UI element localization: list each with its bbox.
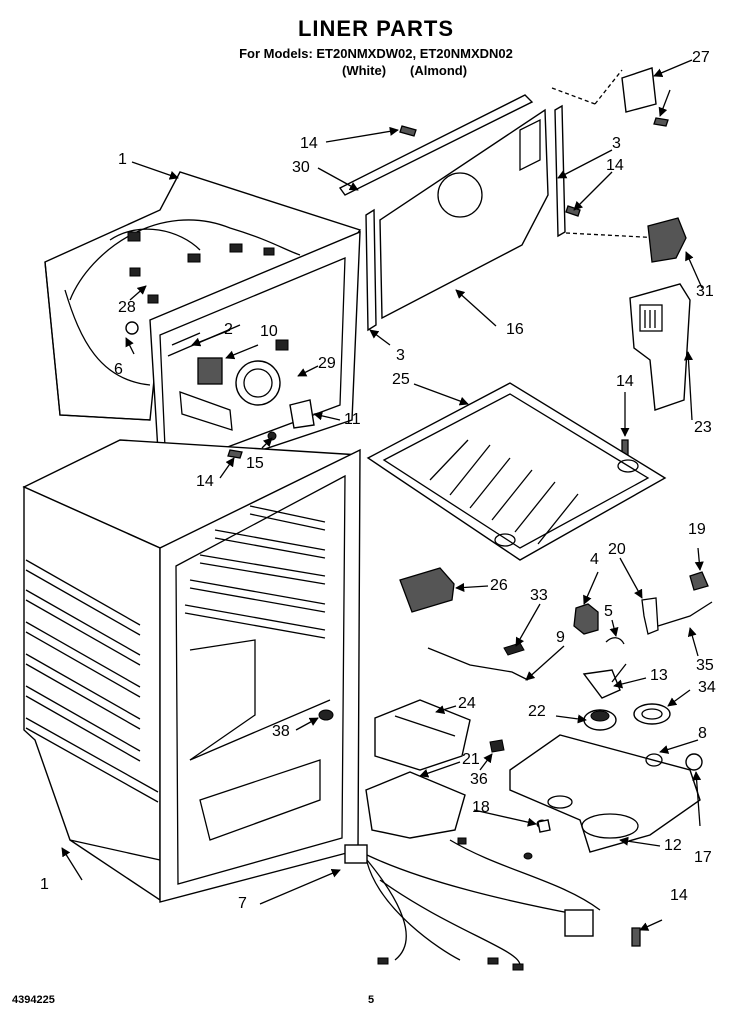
callout-20: 20 — [608, 541, 626, 558]
callout-13: 13 — [650, 667, 668, 684]
callout-3-upper: 3 — [612, 135, 621, 152]
fresh-food-liner — [22, 439, 361, 903]
fan-motor-components — [573, 571, 713, 731]
page-title: LINER PARTS — [297, 16, 455, 41]
page-number: 5 — [368, 994, 375, 1006]
callout-7: 7 — [238, 895, 247, 912]
variant-white: (White) — [342, 63, 387, 78]
callout-15: 15 — [246, 455, 264, 472]
part-31-damper — [647, 217, 687, 263]
doc-number: 4394225 — [12, 994, 55, 1006]
callout-22: 22 — [528, 703, 546, 720]
part-23-air-tower — [629, 283, 691, 411]
callout-8: 8 — [698, 725, 707, 742]
callout-14-pan: 14 — [616, 373, 634, 390]
callout-19: 19 — [688, 521, 706, 538]
callout-29: 29 — [318, 355, 336, 372]
part-7-wiring-harness — [344, 819, 601, 971]
callout-31: 31 — [696, 283, 714, 300]
callout-38: 38 — [272, 723, 290, 740]
part-27-cover-plate — [621, 67, 657, 113]
callout-14-bottom: 14 — [670, 887, 688, 904]
callout-35: 35 — [696, 657, 714, 674]
callout-25: 25 — [392, 371, 410, 388]
callout-23: 23 — [694, 419, 712, 436]
callout-1-upper: 1 — [118, 151, 127, 168]
callout-30: 30 — [292, 159, 310, 176]
callout-28: 28 — [118, 299, 136, 316]
callout-14-right: 14 — [606, 157, 624, 174]
evaporator-cover-assembly — [338, 69, 663, 332]
callout-17: 17 — [694, 849, 712, 866]
callout-4: 4 — [590, 551, 599, 568]
part-33-clip — [503, 642, 525, 656]
callout-1-lower: 1 — [40, 876, 49, 893]
part-26-control — [399, 567, 455, 613]
part-24-21-housings — [365, 699, 471, 839]
variant-almond: (Almond) — [410, 63, 468, 78]
callout-34: 34 — [698, 679, 716, 696]
callout-11: 11 — [344, 411, 361, 428]
callout-36: 36 — [470, 771, 488, 788]
callout-16: 16 — [506, 321, 524, 338]
callout-14-top: 14 — [300, 135, 318, 152]
callout-10: 10 — [260, 323, 278, 340]
callout-14-left: 14 — [196, 473, 214, 490]
callout-6: 6 — [114, 361, 123, 378]
callout-5: 5 — [604, 603, 613, 620]
callout-12: 12 — [664, 837, 682, 854]
callout-27: 27 — [692, 49, 710, 66]
model-numbers: For Models: ET20NMXDW02, ET20NMXDN02 — [239, 46, 513, 61]
screws — [227, 117, 669, 947]
callout-21: 21 — [462, 751, 480, 768]
callout-2: 2 — [224, 321, 233, 338]
callout-3-lower: 3 — [396, 347, 405, 364]
freezer-liner — [44, 171, 362, 503]
leader-arrows — [61, 59, 704, 931]
part-25-evaporator-pan — [366, 382, 667, 561]
callout-33: 33 — [530, 587, 548, 604]
callout-24: 24 — [458, 695, 476, 712]
callout-18: 18 — [472, 799, 490, 816]
callout-26: 26 — [490, 577, 508, 594]
callout-9: 9 — [556, 629, 565, 646]
part-12-base — [489, 734, 703, 853]
part-9-heater — [427, 647, 529, 681]
